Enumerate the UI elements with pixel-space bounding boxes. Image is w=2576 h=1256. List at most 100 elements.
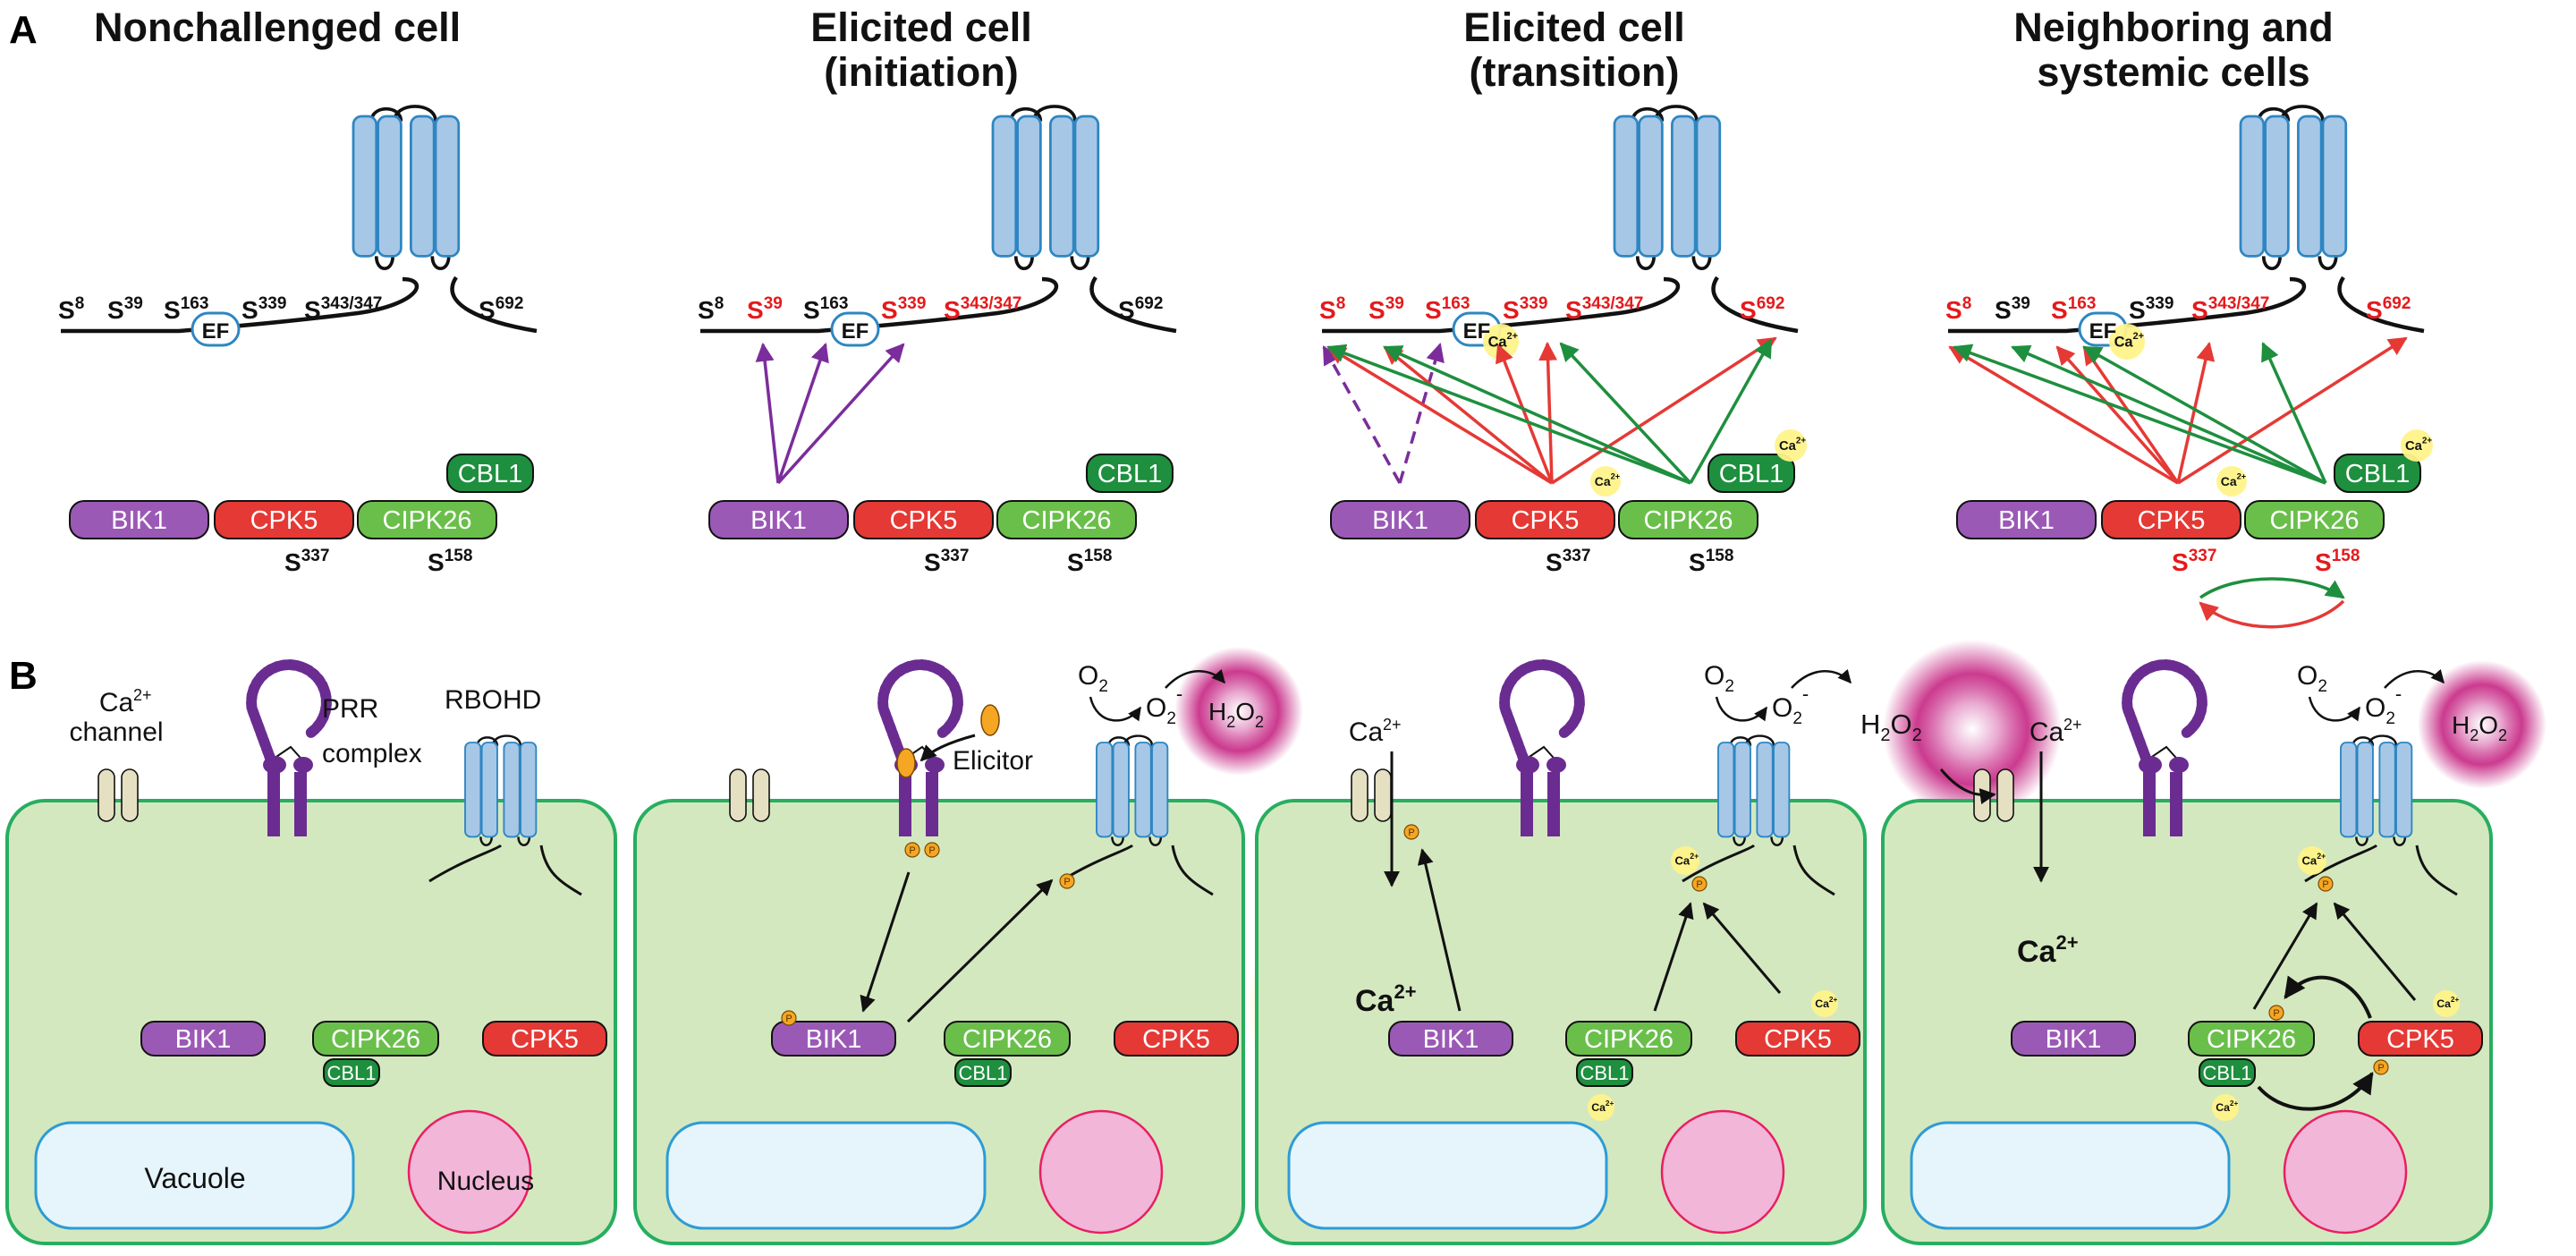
- cipk26-b-0: [312, 1021, 439, 1057]
- rbohd-b-3: [2340, 734, 2413, 846]
- residue-3-3-part: S: [2129, 296, 2146, 324]
- residue-0-2-part: 163: [181, 294, 209, 313]
- ca-burst-label-2-part: Ca: [1355, 984, 1395, 1018]
- panel-label-a: A: [9, 8, 38, 52]
- residue-2-3: S339: [1503, 294, 1547, 324]
- prr-complex-1-bulb: [925, 757, 945, 773]
- cpk5-calcium-2-part: Ca: [1595, 474, 1611, 488]
- ef-label-3: EF: [2089, 319, 2117, 344]
- residue-0-4-part: 343/347: [321, 294, 383, 313]
- kinase-residue-3-0-part: S: [2172, 548, 2189, 576]
- ca-influx-label-3: Ca: [2029, 717, 2064, 747]
- residue-3-1-part: 39: [2012, 294, 2030, 313]
- prr-complex-1-stem: [899, 772, 911, 836]
- bik1-a-2: [1330, 500, 1470, 539]
- cbl1-calcium-2-part: 2+: [1606, 1099, 1614, 1107]
- ef-calcium-3: [2109, 324, 2145, 360]
- residue-1-1: S39: [747, 294, 783, 324]
- phospho-arrow-cpk5: [2176, 341, 2216, 484]
- ca-influx-sup-3: 2+: [2063, 716, 2082, 734]
- ros-3-o2minus-part: -: [2395, 683, 2402, 705]
- cipk26-b-2-label: CIPK26: [1584, 1025, 1674, 1054]
- prr-complex-0-bulb: [263, 756, 286, 774]
- residue-2-2-part: 163: [1442, 294, 1470, 313]
- cbl1-calcium-2-part: 2+: [1796, 436, 1806, 446]
- h2o2-big-label: H2O2: [1860, 709, 1922, 745]
- rbohd-b-1-path: [1148, 836, 1163, 846]
- ca-influx-sup-2: 2+: [1383, 716, 1402, 734]
- rbohd-b-0-rect: [503, 742, 521, 838]
- rbohd-tail2-3: [2415, 844, 2458, 896]
- h2o2-big-glow-2: [1883, 640, 2062, 819]
- residue-0-3-part: 339: [258, 294, 287, 313]
- elicitor-shape: [980, 704, 1000, 736]
- cpk5-calcium-3: [2216, 466, 2247, 496]
- cbl1-calcium-2: Ca2+: [1591, 1099, 1614, 1114]
- residue-3-4-part: S: [2191, 296, 2208, 324]
- rbohd-b-2-rect: [1733, 742, 1751, 838]
- rbohd-calcium-3-part: Ca: [2301, 853, 2317, 867]
- phospho-arrow-cpk5: [1326, 345, 1553, 485]
- h2o2-glow-3-label-part: 2: [2470, 726, 2479, 744]
- kinase-residue-1-1-part: 158: [1084, 547, 1113, 565]
- phospho-label: P: [1063, 877, 1070, 887]
- residue-0-1-part: 39: [124, 294, 143, 313]
- kinase-residue-1-1-part: S: [1067, 548, 1084, 576]
- cpk5-calcium-2-part: Ca: [1815, 997, 1829, 1010]
- cipk26-a-2: [1618, 500, 1758, 539]
- kinase-residue-0-1-part: 158: [445, 547, 473, 565]
- cbl1-b-0: [323, 1058, 380, 1087]
- prr-complex-1-lrr: [877, 658, 963, 766]
- ros-1-o2minus-part: 2: [1166, 709, 1176, 728]
- ros-2-o2: O2: [1704, 661, 1734, 696]
- channel-label: Ca: [99, 688, 134, 717]
- rbohd-a-1-rect: [1016, 115, 1042, 258]
- phospho-label: P: [785, 1014, 792, 1024]
- residue-1-0-part: 8: [715, 294, 724, 313]
- h2o2-diffuse-arrow: [1939, 768, 1996, 805]
- cpk5-to-cipk26-arrow: [2199, 599, 2345, 629]
- phospho-rbohd-1: [1059, 873, 1075, 889]
- rbohd-tail2-2: [1792, 844, 1835, 896]
- phospho-arrow-bik1: [755, 342, 780, 484]
- panel-title-2: (transition): [1470, 49, 1680, 95]
- residue-0-0: S8: [58, 294, 84, 324]
- rbohd-b-2-path: [1733, 836, 1746, 846]
- rbohd-a-1-rect: [1073, 115, 1100, 258]
- kinase-residue-0-0-part: S: [284, 548, 301, 576]
- ef-label-2: EF: [1463, 319, 1491, 344]
- residue-0-1: S39: [107, 294, 143, 324]
- channel-label-sup: 2+: [133, 686, 152, 704]
- panel-title-2: Elicited cell: [1463, 4, 1685, 50]
- cpk5-calcium-2: Ca2+: [1815, 996, 1837, 1010]
- phospho-arrow-cipk26: [2011, 344, 2326, 485]
- cbl1-calcium-3: Ca2+: [2405, 436, 2432, 454]
- bik1-b-1-label: BIK1: [806, 1025, 862, 1054]
- residue-3-5-part: 692: [2383, 294, 2411, 313]
- rbohd-a-2-path: [1691, 256, 1712, 270]
- cbl1-calcium-2: [1775, 429, 1807, 462]
- h2o2-glow-1-label-part: 2: [1226, 713, 1235, 731]
- rbohd-a-3-path: [2318, 256, 2338, 270]
- rbohd-a-2-rect: [1695, 115, 1722, 258]
- ros-2-arrow: [1715, 696, 1768, 722]
- cipk26-to-rbohd-arrow-2: [1653, 902, 1694, 1012]
- ca-influx-label-2: Ca: [1349, 717, 1384, 747]
- cpk5-calcium-2: [1590, 466, 1621, 496]
- residue-2-0: S8: [1319, 294, 1345, 324]
- ros-3-o2minus-part: 2: [2385, 709, 2395, 728]
- cpk5-a-3-label: CPK5: [2138, 506, 2206, 535]
- h2o2-glow-1-label-part: 2: [1255, 713, 1264, 731]
- kinase-residue-0-0-part: 337: [301, 547, 330, 565]
- cpk5-b-3-label: CPK5: [2386, 1025, 2454, 1054]
- cpk5-a-0-label: CPK5: [250, 506, 318, 535]
- ros-2-o2minus-part: 2: [1792, 709, 1802, 728]
- cbl1-calcium-2-part: Ca: [1779, 439, 1797, 454]
- kinase-residue-3-1-part: 158: [2332, 547, 2360, 565]
- h2o2-big-label-part: 2: [1880, 726, 1890, 745]
- ros-2-arrow2: [1791, 668, 1852, 689]
- cipk26-b-1-label: CIPK26: [962, 1025, 1052, 1054]
- rbohd-b-1-rect: [1151, 742, 1169, 838]
